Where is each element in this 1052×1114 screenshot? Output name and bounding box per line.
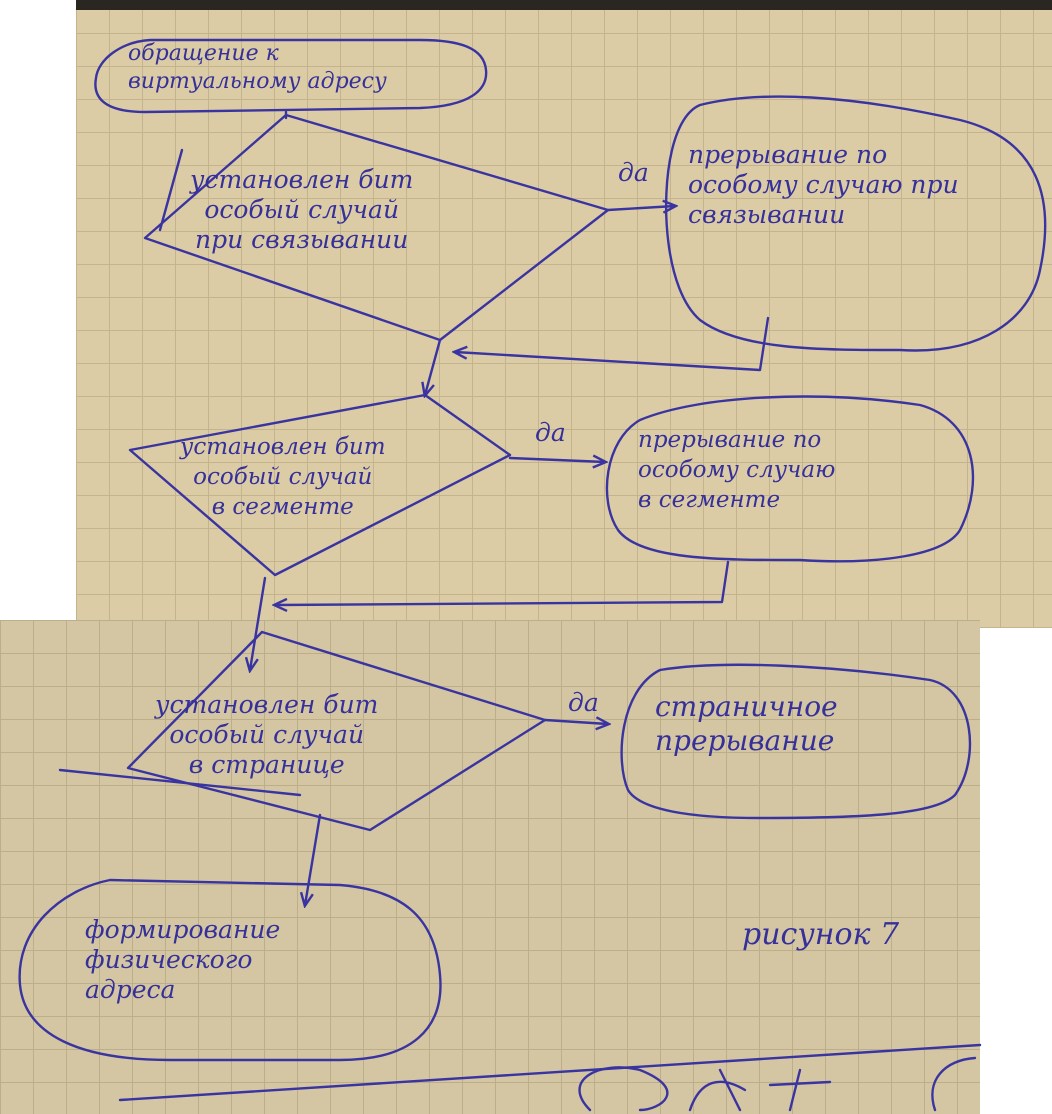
interrupt2-shape (605, 395, 975, 563)
arrow-yes3 (543, 720, 608, 724)
dark-background-strip (76, 0, 1052, 10)
notebook-paper-bottom (0, 620, 980, 1114)
arrow-decision1-to-decision2 (425, 338, 442, 395)
interrupt1-text: прерывание по особому случаю при связыва… (688, 140, 959, 229)
interrupt1-shape (664, 95, 1047, 352)
arrow-decision2-to-decision3 (250, 576, 267, 670)
bottom-scribble-3 (768, 1068, 832, 1112)
decision3-shape (126, 630, 547, 832)
decision3-extra-stroke (58, 768, 302, 797)
bottom-scribble-4 (931, 1056, 977, 1112)
bottom-scribble-2 (688, 1068, 747, 1112)
start-text: обращение к виртуальному адресу (128, 41, 387, 94)
end-terminator-shape (18, 878, 442, 1062)
decision3-text: установлен бит особый случай в странице (155, 690, 379, 779)
end-text: формирование физического адреса (85, 915, 281, 1004)
yes1-label: да (618, 158, 649, 187)
yes2-label: да (535, 418, 566, 447)
decision2-shape (128, 393, 512, 577)
arrow-return2 (275, 560, 730, 605)
notebook-paper-top (76, 0, 1052, 628)
decision1-text: установлен бит особый случай при связыва… (190, 165, 414, 254)
interrupt3-shape (620, 663, 972, 820)
arrow-yes2 (508, 458, 605, 462)
start-terminator-shape (94, 38, 488, 114)
arrow-return1 (455, 316, 770, 372)
bottom-underline (118, 1043, 982, 1102)
arrow-decision3-to-end (305, 813, 322, 905)
bottom-scribble-1 (578, 1066, 669, 1112)
yes3-label: да (568, 688, 599, 717)
figure-label: рисунок 7 (742, 917, 900, 952)
interrupt3-text: страничное прерывание (655, 690, 838, 757)
arrow-yes1 (606, 206, 675, 210)
interrupt2-text: прерывание по особому случаю в сегменте (638, 427, 836, 513)
decision2-text: установлен бит особый случай в сегменте (180, 434, 386, 520)
